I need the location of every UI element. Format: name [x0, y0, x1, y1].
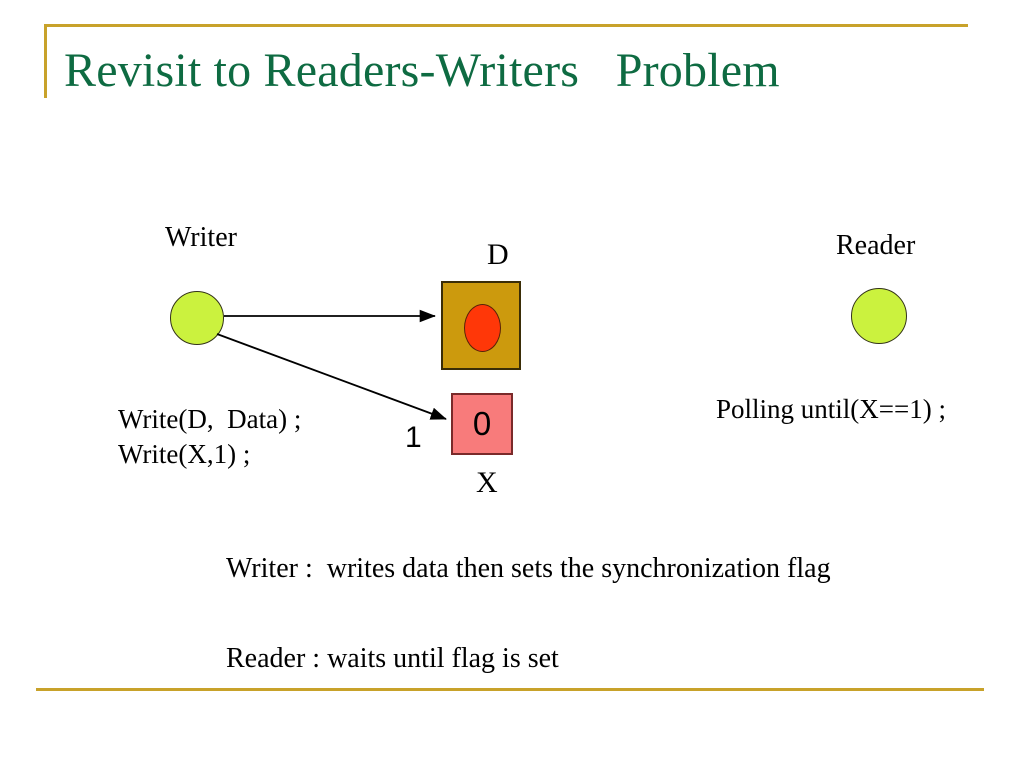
page-title: Revisit to Readers-Writers Problem [64, 44, 780, 97]
data-payload-ellipse [464, 304, 501, 352]
note-writer: Writer : writes data then sets the synch… [226, 553, 831, 584]
data-memory-box [441, 281, 521, 370]
flag-box-label: X [476, 466, 498, 499]
reader-role-label: Reader [836, 230, 916, 261]
writer-code-line-2: Write(X,1) ; [118, 439, 251, 469]
bottom-accent-rule [36, 688, 984, 691]
writer-node-circle [170, 291, 224, 345]
top-accent-rule [44, 24, 968, 27]
flag-memory-box: 0 [451, 393, 513, 455]
reader-polling-text: Polling until(X==1) ; [716, 394, 946, 424]
left-accent-rule [44, 24, 47, 98]
writer-role-label: Writer [165, 222, 237, 253]
note-reader: Reader : waits until flag is set [226, 643, 559, 674]
data-box-label: D [487, 238, 509, 271]
writer-code-line-1: Write(D, Data) ; [118, 404, 302, 434]
write-flag-edge-label: 1 [405, 421, 422, 454]
reader-node-circle [851, 288, 907, 344]
